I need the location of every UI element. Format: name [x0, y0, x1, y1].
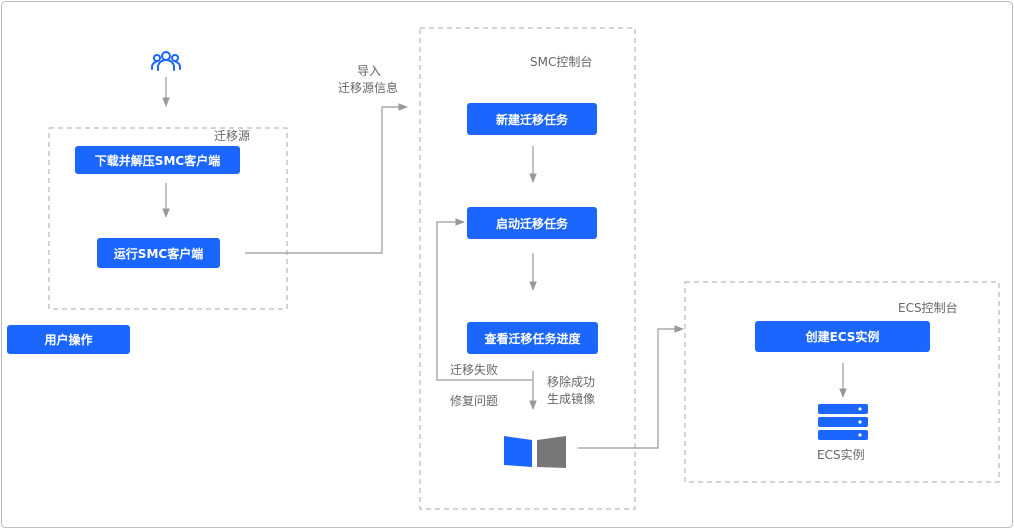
new-migration-task-step: 新建迁移任务 — [467, 103, 597, 135]
ecs-console-title: ECS控制台 — [898, 301, 958, 315]
start-migration-task-step: 启动迁移任务 — [467, 207, 597, 239]
run-smc-client-step: 运行SMC客户端 — [97, 238, 220, 268]
image-icon — [504, 436, 566, 468]
arrow-fail-loop — [436, 218, 532, 381]
create-ecs-instance-step: 创建ECS实例 — [755, 321, 930, 352]
arrow-image-to-ecs — [578, 325, 684, 449]
fix-label: 修复问题 — [450, 394, 499, 408]
fail-label: 迁移失败 — [450, 363, 499, 377]
ecs-instance-label: ECS实例 — [817, 448, 865, 462]
import-label-line1: 导入 — [357, 64, 382, 78]
users-icon — [151, 51, 181, 71]
success-label-line2: 生成镜像 — [547, 392, 596, 406]
arrow-run-to-smc — [245, 103, 408, 254]
ecs-console-group-frame — [684, 281, 1000, 483]
success-label-line1: 移除成功 — [547, 375, 596, 389]
smc-console-title: SMC控制台 — [530, 55, 593, 69]
source-group-frame — [48, 127, 288, 310]
import-label-line2: 迁移源信息 — [338, 81, 399, 95]
source-group-title: 迁移源 — [214, 129, 251, 143]
download-smc-client-step: 下载并解压SMC客户端 — [75, 146, 240, 174]
view-migration-progress-step: 查看迁移任务进度 — [467, 322, 598, 354]
smc-console-group-frame — [419, 27, 636, 510]
user-ops-legend: 用户操作 — [7, 325, 130, 354]
server-icon — [818, 404, 868, 440]
